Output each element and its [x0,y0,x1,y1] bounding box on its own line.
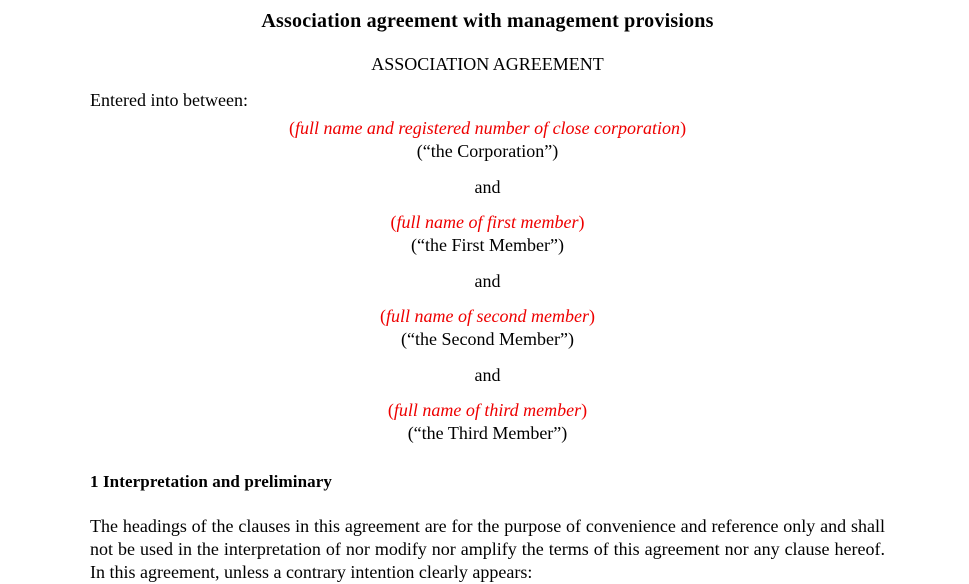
placeholder-line-third-member: (full name of third member) [90,399,885,422]
document-title: Association agreement with management pr… [261,10,714,32]
spacer-2 [90,293,885,305]
open-paren: ( [390,212,397,232]
placeholder-text: full name of third member [393,400,582,420]
document-page: Association agreement with management pr… [90,10,885,582]
placeholder-text: full name of second member [386,306,589,326]
party-block-first-member: (full name of first member) (“the First … [90,211,885,257]
placeholder-text: full name of first member [396,212,579,232]
defined-term-third-member: (“the Third Member”) [407,423,568,443]
placeholder-line-corporation: (full name and registered number of clos… [90,117,885,140]
open-paren: ( [288,118,295,138]
placeholder-line-second-member: (full name of second member) [90,305,885,328]
spacer-3 [90,387,885,399]
close-paren: ) [578,212,585,232]
defined-term-first-member: (“the First Member”) [411,235,564,255]
party-block-third-member: (full name of third member) (“the Third … [90,399,885,445]
section-body-1: The headings of the clauses in this agre… [90,516,885,582]
open-paren: ( [380,306,387,326]
spacer-1 [90,199,885,211]
conjunction-3: and [474,365,501,385]
intro-line: Entered into between: [90,90,248,110]
close-paren: ) [588,306,595,326]
close-paren: ) [581,400,588,420]
placeholder-text: full name and registered number of close… [294,118,681,138]
party-block-second-member: (full name of second member) (“the Secon… [90,305,885,351]
placeholder-line-first-member: (full name of first member) [90,211,885,234]
conjunction-1: and [474,177,501,197]
defined-term-second-member: (“the Second Member”) [401,329,574,349]
party-block-corporation: (full name and registered number of clos… [90,112,885,163]
close-paren: ) [680,118,687,138]
section-heading-1: 1 Interpretation and preliminary [90,472,332,491]
conjunction-2: and [474,271,501,291]
defined-term-corporation: (“the Corporation”) [416,141,559,161]
document-subtitle: ASSOCIATION AGREEMENT [371,54,604,74]
open-paren: ( [387,400,394,420]
